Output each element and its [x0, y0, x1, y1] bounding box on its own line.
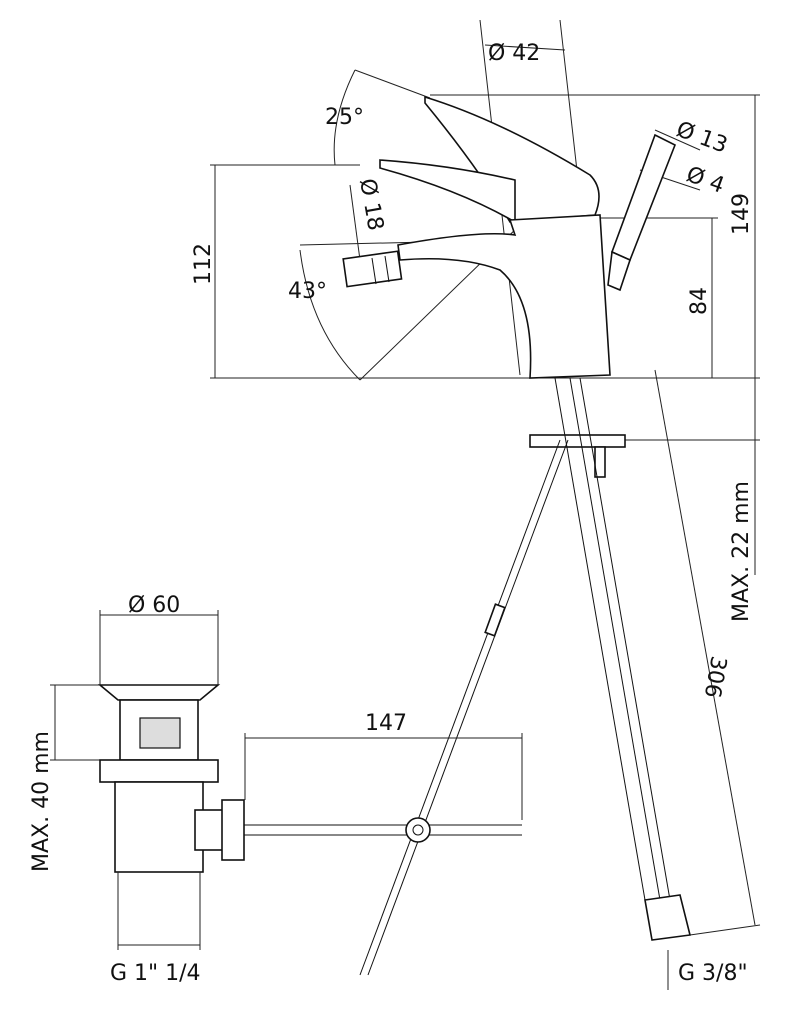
label-hose-length: 306 [699, 654, 731, 700]
label-spout-height: 112 [191, 243, 216, 285]
label-hose-diameter: Ø 13 [673, 117, 731, 158]
pop-up-waste [50, 610, 523, 950]
label-total-height: 149 [729, 193, 754, 235]
label-hose-inner-diameter: Ø 4 [683, 162, 728, 199]
supply-hoses [359, 377, 691, 976]
label-aerator-angle: 43° [288, 279, 327, 304]
label-rod-length: 147 [365, 711, 407, 736]
faucet-body [342, 95, 677, 478]
label-waste-thread: G 1" 1/4 [110, 961, 201, 986]
label-spout-diameter: Ø 42 [488, 41, 540, 66]
label-waste-diameter: Ø 60 [128, 593, 180, 618]
label-aerator-diameter: Ø 18 [354, 177, 388, 233]
label-inlet-thread: G 3/8" [678, 961, 748, 986]
label-body-height: 84 [687, 287, 712, 315]
label-lever-angle: 25° [325, 105, 364, 130]
label-max-deck-thickness: MAX. 22 mm [729, 481, 754, 622]
label-max-waste-height: MAX. 40 mm [29, 731, 54, 872]
